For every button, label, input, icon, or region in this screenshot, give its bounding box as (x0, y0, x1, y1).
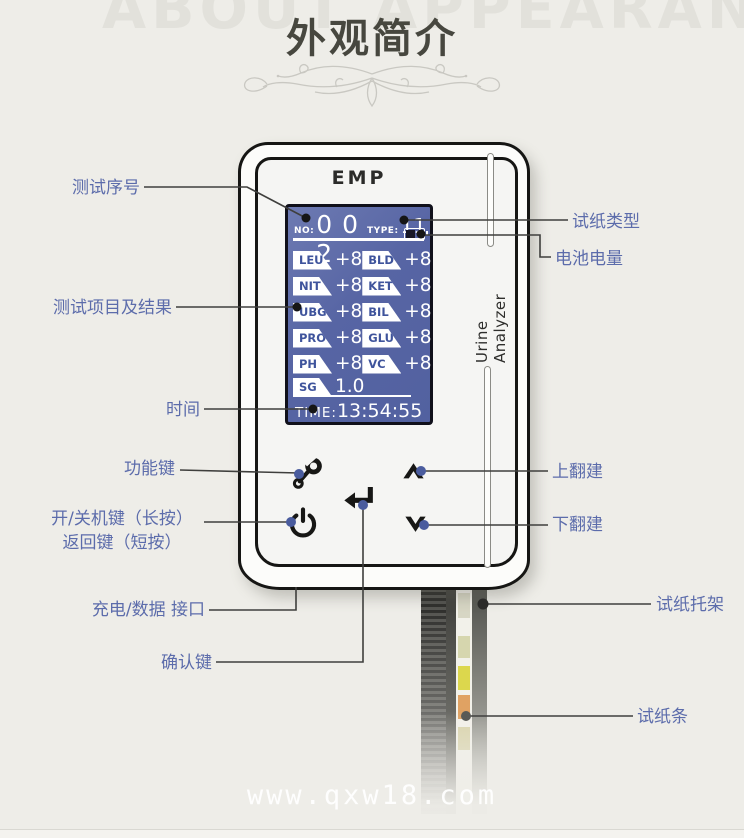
label-strip-holder: 试纸托架 (656, 595, 724, 615)
test-item-value: +8 (404, 249, 432, 270)
label-back-key: 返回键（短按） (62, 533, 182, 553)
time-value: 13:54:55 (336, 400, 423, 422)
type-label: TYPE: (367, 226, 399, 236)
test-item-tag: VC (362, 354, 402, 374)
sg-tag: SG (293, 377, 332, 397)
lcd-screen: NO: 0 0 2 TYPE: 11 LEU+8 BLD+8 NIT+8 KET… (285, 204, 433, 425)
time-row: TIME: 13:54:55 (295, 400, 422, 422)
strip-pad-2 (458, 636, 470, 658)
page-down-button (402, 514, 429, 539)
bottom-band (0, 829, 744, 838)
test-item-tag: GLU (362, 328, 402, 348)
wrench-icon (292, 447, 322, 489)
label-test-items: 测试项目及结果 (53, 298, 172, 318)
confirm-button (338, 483, 376, 519)
page-title: 外观简介 (286, 16, 458, 62)
enter-arrow-icon (344, 487, 373, 509)
test-item-tag: BLD (362, 250, 402, 270)
test-item-value: +8 (404, 301, 432, 322)
brand-logo: EMP (331, 167, 387, 189)
label-battery: 电池电量 (555, 249, 623, 269)
label-strip: 试纸条 (637, 707, 688, 727)
strip-pad-3 (458, 666, 470, 690)
test-item-tag: BIL (362, 302, 402, 322)
label-confirm-key: 确认键 (161, 653, 212, 673)
test-item-tag: NIT (293, 276, 332, 296)
screen-divider (293, 238, 424, 241)
test-item-tag: PRO (293, 328, 332, 348)
test-item-tag: KET (362, 276, 402, 296)
sg-value: 1.0 (335, 376, 365, 397)
test-item-value: +8 (404, 327, 432, 348)
background-watermark-text: ABOUT APPEARANCE (102, 0, 744, 42)
test-item-tag: UBG (293, 302, 332, 322)
no-label: NO: (294, 226, 315, 236)
test-item-tag: LEU (293, 250, 332, 270)
device-side-label: Urine Analyzer (473, 293, 509, 363)
test-item-value: +8 (335, 301, 363, 322)
flourish-ornament-icon (243, 63, 501, 108)
power-icon (289, 507, 317, 538)
strip-pad-5 (458, 727, 470, 750)
strip-pad-1 (458, 593, 470, 618)
test-item-value: +8 (404, 275, 432, 296)
label-page-up: 上翻建 (552, 462, 603, 482)
power-button (285, 505, 321, 545)
page-up-button (400, 460, 427, 485)
test-item-value: +8 (335, 275, 363, 296)
test-item-value: +8 (404, 353, 432, 374)
function-button (290, 447, 326, 495)
test-item-value: +8 (335, 327, 363, 348)
strip-pad-4 (458, 695, 470, 719)
test-item-tag: PH (293, 354, 332, 374)
sg-underline (293, 395, 411, 397)
caret-down-icon (405, 516, 426, 532)
label-test-serial: 测试序号 (72, 178, 140, 198)
callout-strip-holder (477, 598, 651, 610)
label-power-key: 开/关机键（长按） (51, 509, 193, 529)
label-function-key: 功能键 (124, 459, 175, 479)
label-strip-type: 试纸类型 (572, 212, 640, 232)
test-item-value: +8 (335, 249, 363, 270)
label-time: 时间 (166, 400, 200, 420)
side-slot-bottom (484, 366, 491, 568)
callout-charge (209, 587, 297, 611)
time-label: TIME: (295, 405, 337, 421)
label-page-down: 下翻建 (552, 515, 603, 535)
site-watermark: www.qxw18.com (246, 780, 498, 811)
test-item-value: +8 (335, 353, 363, 374)
test-strip-assembly (421, 586, 487, 814)
label-charge-port: 充电/数据 接口 (91, 600, 205, 620)
side-slot-top (487, 153, 494, 247)
caret-up-icon (403, 463, 424, 479)
